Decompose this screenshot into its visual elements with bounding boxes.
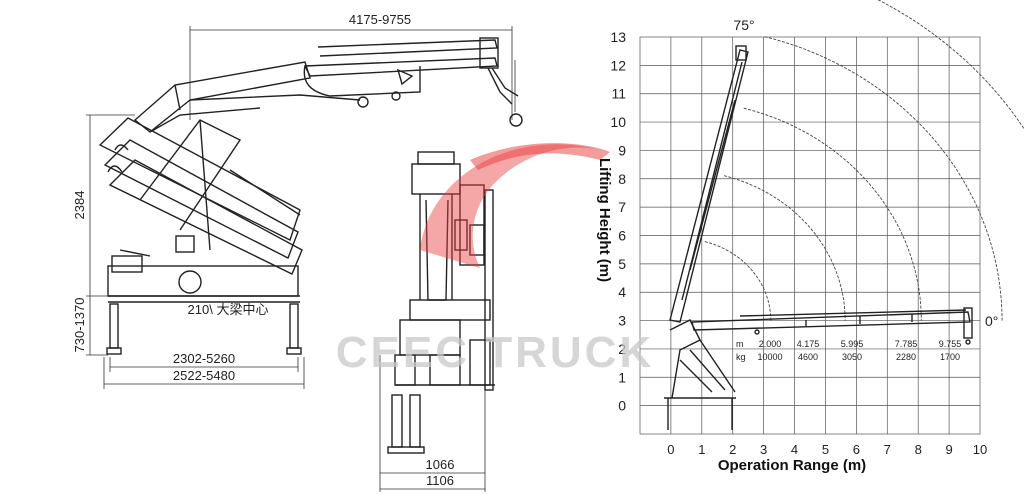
- load-table-range: 5.995: [841, 339, 864, 349]
- x-tick-label: 0: [667, 442, 674, 457]
- y-tick-label: 2: [618, 341, 626, 357]
- y-tick-label: 4: [618, 284, 626, 300]
- height-dim: 2384: [72, 191, 87, 220]
- chart-grid: [639, 36, 981, 435]
- load-table-load: 4600: [798, 352, 818, 362]
- load-table-load: 3050: [842, 352, 862, 362]
- y-tick-label: 12: [610, 57, 626, 73]
- side-view-drawing: 4175-9755: [72, 12, 523, 389]
- chassis-center-label: 210\ 大梁中心: [188, 302, 269, 317]
- y-axis-title: Lifting Height (m): [596, 158, 613, 282]
- load-table-range: 9.755: [939, 339, 962, 349]
- reach-arc: [723, 175, 846, 321]
- x-tick-label: 9: [945, 442, 952, 457]
- x-tick-label: 8: [915, 442, 922, 457]
- boom-reach-dim: 4175-9755: [349, 12, 411, 27]
- y-tick-label: 10: [610, 114, 626, 130]
- load-table-load: 10000: [757, 352, 782, 362]
- telescopic-boom: [303, 37, 523, 127]
- reach-arc: [877, 0, 1024, 130]
- outrigger-inner-dim: 2302-5260: [173, 351, 235, 366]
- outrigger-outer-dim: 2522-5480: [173, 368, 235, 383]
- x-tick-label: 4: [791, 442, 798, 457]
- load-table-load: 2280: [896, 352, 916, 362]
- crane-column: [98, 117, 303, 275]
- boom-75-deg: [669, 45, 749, 323]
- inner-width-dim: 1066: [426, 457, 455, 472]
- watermark-text: CEEC TRUCK: [336, 328, 654, 377]
- x-axis-title: Operation Range (m): [718, 457, 866, 474]
- load-table-range: 7.785: [895, 339, 918, 349]
- x-tick-label: 7: [884, 442, 891, 457]
- load-table: m kg 2.000 4.175 5.995 7.785 9.755 10000 4600 3…: [736, 339, 961, 362]
- rear-view-drawing: 1066 1106: [379, 151, 495, 492]
- angle-75-label: 75°: [733, 17, 754, 33]
- y-tick-label: 8: [618, 171, 626, 187]
- reach-arc: [764, 36, 1003, 321]
- outer-width-dim: 1106: [426, 473, 454, 488]
- knuckle-boom: [133, 61, 361, 133]
- chart-crane-base: [664, 319, 736, 430]
- load-table-load: 1700: [940, 352, 960, 362]
- y-tick-label: 7: [618, 199, 626, 215]
- x-tick-label: 5: [822, 442, 829, 457]
- x-tick-label: 6: [853, 442, 860, 457]
- boom-0-deg: [691, 307, 973, 345]
- load-unit: kg: [736, 352, 746, 362]
- load-table-range: 4.175: [797, 339, 820, 349]
- watermark-logo-stroke: [470, 143, 610, 170]
- ceec-truck-watermark: CEEC TRUCK: [336, 143, 654, 377]
- crane-base: [106, 249, 302, 355]
- load-table-range: 2.000: [759, 339, 782, 349]
- reach-arc: [743, 107, 922, 321]
- y-tick-label: 9: [618, 142, 626, 158]
- x-tick-label: 1: [698, 442, 705, 457]
- range-unit: m: [736, 339, 744, 349]
- y-tick-label: 5: [618, 256, 626, 272]
- leg-dim: 730-1370: [72, 298, 87, 353]
- reach-arc: [704, 241, 772, 321]
- x-tick-label: 2: [729, 442, 736, 457]
- x-tick-label: 10: [973, 442, 987, 457]
- y-tick-label: 3: [618, 313, 626, 329]
- angle-0-label: 0°: [985, 313, 998, 329]
- y-tick-label: 6: [618, 228, 626, 244]
- y-tick-label: 0: [618, 398, 626, 414]
- reach-arcs: [704, 0, 1024, 321]
- watermark-logo-swoosh: [420, 144, 600, 268]
- y-tick-label: 13: [610, 29, 626, 45]
- y-tick-label: 11: [611, 86, 626, 102]
- x-tick-label: 3: [760, 442, 767, 457]
- y-tick-label: 1: [618, 369, 626, 385]
